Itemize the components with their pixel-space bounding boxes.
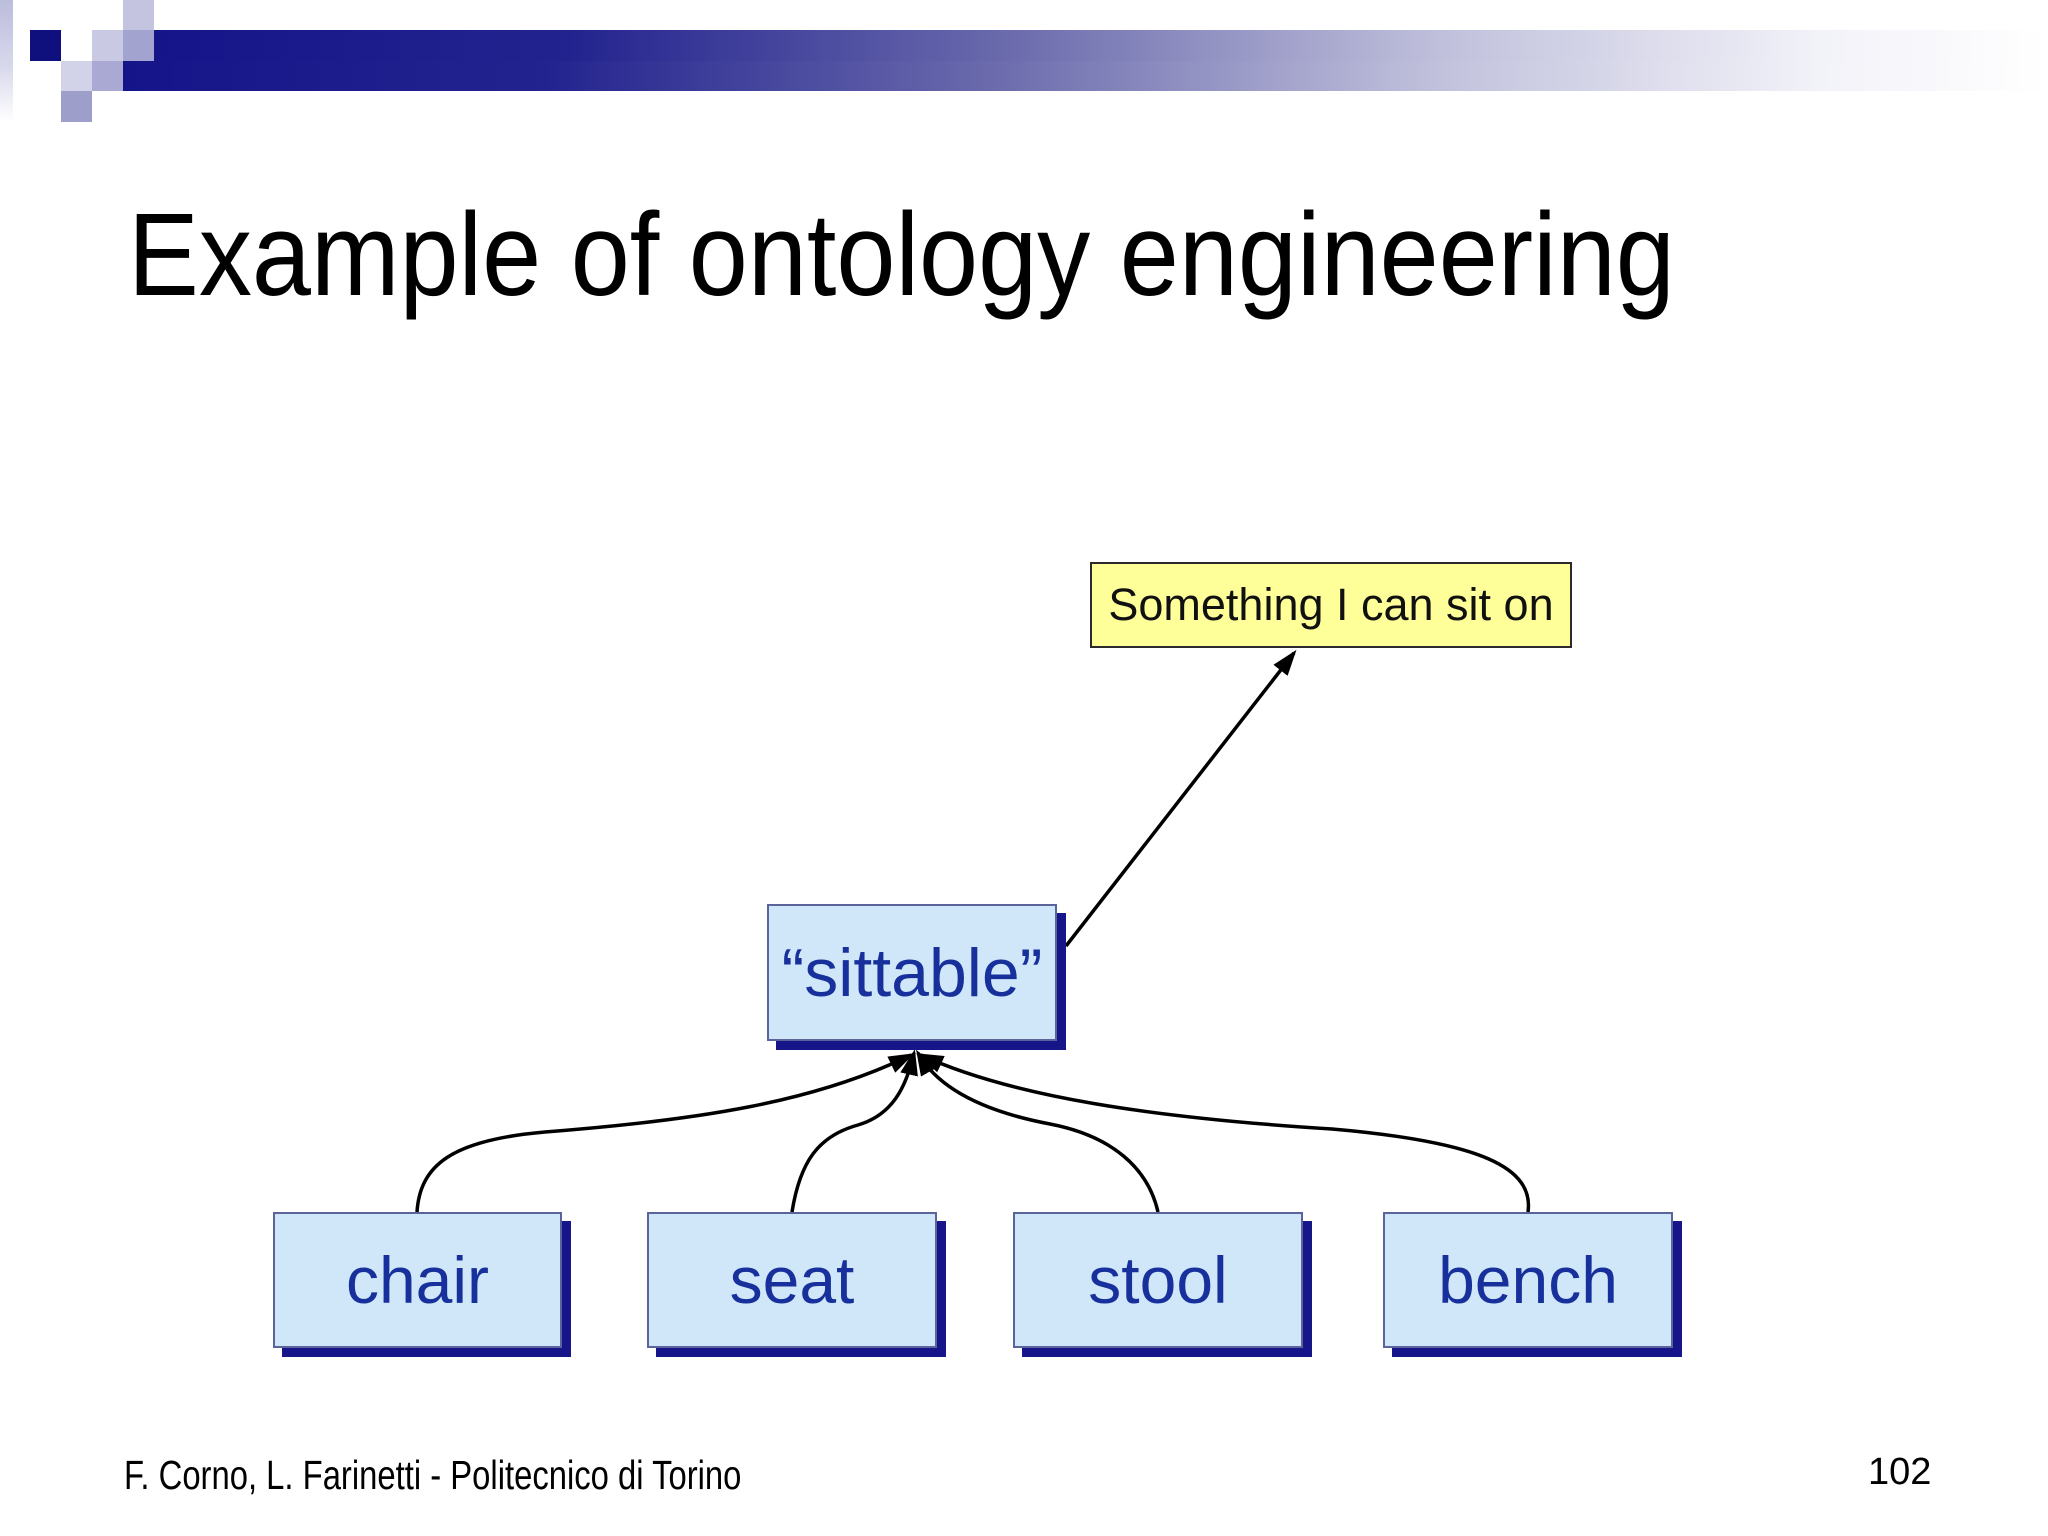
node-bench-label: bench [1438,1243,1618,1317]
header-square-strip-top [123,0,154,30]
header-square-lavender-light [92,30,123,62]
node-stool: stool [1013,1212,1303,1348]
node-bench: bench [1383,1212,1673,1348]
page-number: 102 [1868,1451,1932,1493]
edge-chair-to-sittable [415,1053,915,1213]
node-chair: chair [273,1212,562,1348]
header-square-lavender-low [61,91,92,122]
header-gradient-bar-lower [123,61,2048,91]
edge-bench-to-sittable [917,1053,1531,1213]
annotation-label: Something I can sit on [1108,579,1554,630]
node-chair-label: chair [345,1243,490,1317]
slide-title: Example of ontology engineering [128,189,1675,321]
header-square-lavender-pale [61,61,92,91]
header-square-lavender-mid [92,61,123,91]
node-seat: seat [647,1212,937,1348]
header-gradient-bar-upper [154,30,2048,61]
edge-stool-to-sittable [916,1049,1160,1213]
node-sittable: “sittable” [767,904,1057,1041]
node-sittable-label: “sittable” [781,934,1043,1011]
annotation-box: Something I can sit on [1090,562,1572,648]
node-seat-label: seat [729,1243,855,1317]
footer-authors: F. Corno, L. Farinetti - Politecnico di … [124,1452,742,1498]
edge-sittable-to-annotation [1064,649,1297,948]
edge-seat-to-sittable [790,1049,918,1213]
header-square-navy [30,30,61,61]
header-left-gradient-strip [0,0,13,122]
node-stool-label: stool [1088,1243,1228,1317]
header-square-lavender-medium [123,30,154,62]
